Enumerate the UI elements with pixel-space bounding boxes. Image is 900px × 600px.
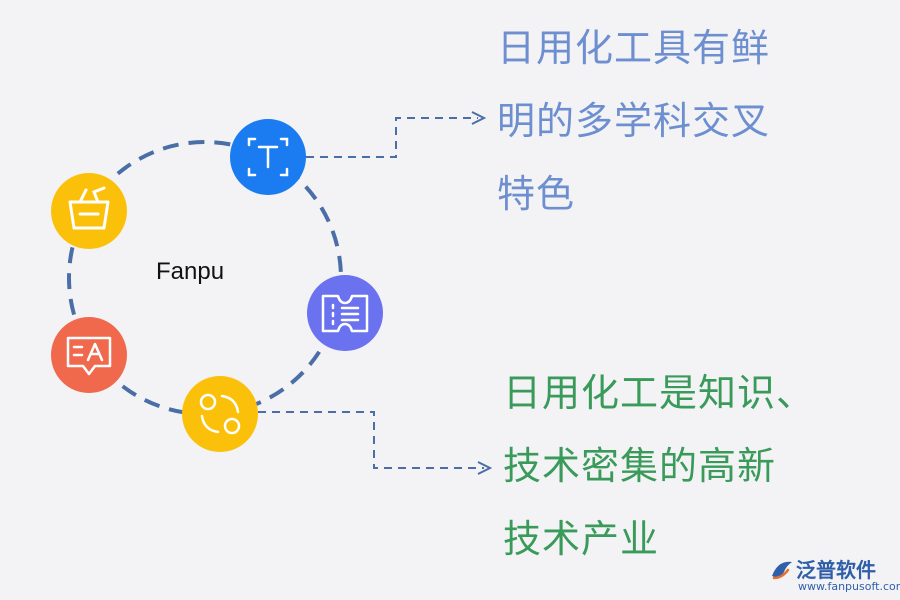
top-text-block: 日用化工具有鲜 明的多学科交叉 特色 [497, 12, 770, 231]
top-text-line-3: 特色 [497, 172, 576, 216]
top-text-line-1: 日用化工具有鲜 [497, 26, 771, 70]
top-text-line-2: 明的多学科交叉 [497, 99, 771, 143]
arrowhead-top [471, 111, 487, 125]
translate-icon [51, 317, 127, 393]
watermark-text: 泛普软件 [796, 558, 876, 582]
arrowhead-bottom [477, 461, 493, 475]
connector-bottom [258, 411, 484, 469]
ticket-icon [307, 275, 383, 351]
connector-top [306, 117, 478, 158]
watermark-url: www.fanpusoft.com [798, 580, 900, 593]
logo-icon [772, 561, 792, 580]
bottom-text-line-1: 日用化工是知识、 [503, 371, 816, 415]
center-label: Fanpu [156, 258, 225, 285]
text-recognition-icon [230, 119, 306, 195]
basket-icon [51, 173, 127, 249]
bottom-text-block: 日用化工是知识、 技术密集的高新 技术产业 [503, 357, 815, 576]
exchange-icon [182, 376, 258, 452]
watermark-logo: 泛普软件 www.fanpusoft.com [768, 552, 900, 596]
bottom-text-line-2: 技术密集的高新 [503, 444, 777, 488]
bottom-text-line-3: 技术产业 [503, 517, 660, 561]
